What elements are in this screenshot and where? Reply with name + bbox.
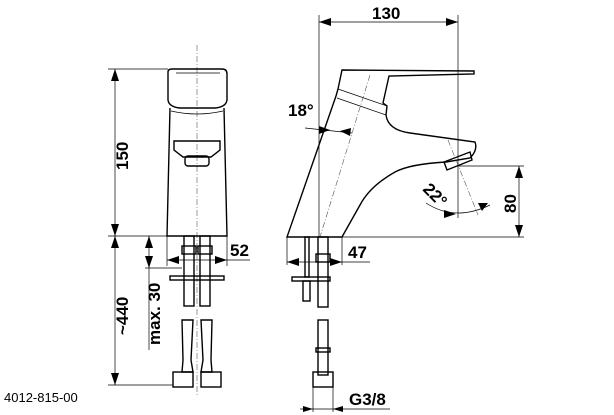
body-angle-dimension: 18° — [288, 101, 314, 120]
body-collar — [170, 110, 224, 115]
front-handle — [167, 68, 228, 109]
body-axis — [319, 74, 371, 238]
side-aerator — [443, 151, 473, 171]
aerator-housing — [173, 140, 221, 158]
base-dimension: 47 — [348, 243, 367, 262]
spout-axis — [447, 139, 479, 216]
side-body — [286, 69, 477, 238]
product-code: 4012-815-00 — [4, 390, 78, 405]
width-dimension: 52 — [230, 241, 249, 260]
handle-joint — [336, 88, 388, 116]
spout-height-dimension: 80 — [501, 194, 520, 213]
side-arrows — [287, 18, 523, 412]
thread-dimension: G3/8 — [349, 390, 386, 409]
front-dimension-lines — [108, 68, 250, 386]
aerator — [184, 155, 210, 167]
front-body — [166, 107, 228, 237]
front-arrows — [111, 69, 227, 385]
side-view: 130 18° 22° 80 47 G3/8 — [286, 4, 524, 412]
max-thickness-dimension: max. 30 — [145, 283, 164, 345]
height-dimension: 150 — [113, 142, 132, 170]
spout-angle-dimension: 22° — [419, 179, 451, 211]
supply-pipes — [169, 235, 225, 388]
depth-dimension: 130 — [372, 4, 400, 23]
front-view: 150 ~440 max. 30 52 — [108, 45, 250, 395]
hose-length-dimension: ~440 — [113, 297, 132, 335]
